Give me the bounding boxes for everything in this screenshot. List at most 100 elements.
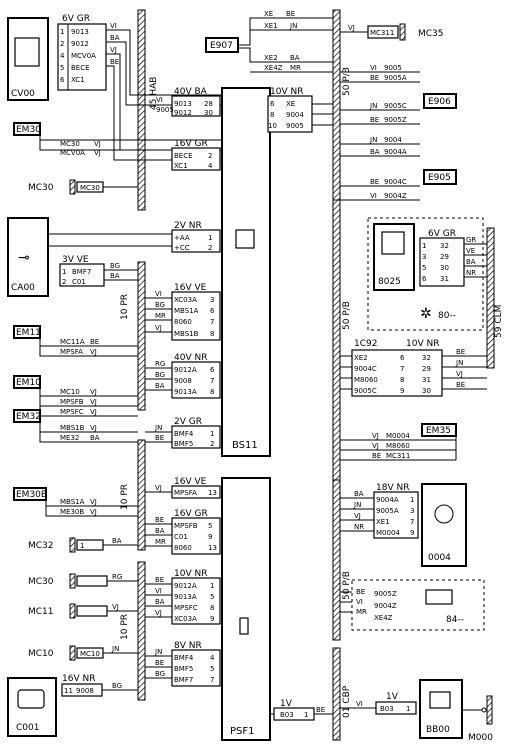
svg-text:+AA: +AA bbox=[174, 234, 190, 242]
svg-text:VI: VI bbox=[356, 598, 363, 606]
bus-label-45-hab: 45 HAB bbox=[149, 77, 159, 110]
bus-label-10-pr-1: 10 PR bbox=[120, 294, 130, 320]
bus-10-pr-1 bbox=[137, 261, 146, 411]
svg-text:BE: BE bbox=[316, 706, 325, 714]
svg-text:8: 8 bbox=[400, 376, 404, 384]
svg-text:VE: VE bbox=[466, 247, 475, 255]
svg-text:MPSFB: MPSFB bbox=[174, 522, 198, 530]
svg-text:1: 1 bbox=[410, 496, 414, 504]
svg-text:VJ: VJ bbox=[155, 484, 162, 492]
svg-text:MCV0A: MCV0A bbox=[71, 52, 96, 60]
connector-40v-ba bbox=[171, 95, 221, 117]
connector-16v-ve-header: 16V VE bbox=[174, 283, 207, 293]
svg-text:30: 30 bbox=[422, 387, 431, 395]
svg-text:3: 3 bbox=[422, 253, 426, 261]
connector-6v-gr bbox=[419, 237, 465, 287]
8025-dashed-group bbox=[367, 217, 484, 331]
connector-16v-gr-2 bbox=[171, 517, 221, 555]
connector-10v-nr-2 bbox=[171, 577, 221, 625]
svg-text:XE1: XE1 bbox=[376, 518, 390, 526]
svg-text:BE: BE bbox=[155, 434, 164, 442]
bus-label-50-pb-3: 50 P/B bbox=[342, 571, 352, 600]
svg-text:29: 29 bbox=[440, 253, 449, 261]
svg-text:6: 6 bbox=[210, 307, 215, 315]
svg-text:BG: BG bbox=[155, 371, 165, 379]
em11-label: EM11 bbox=[16, 328, 41, 338]
svg-text:2: 2 bbox=[208, 244, 212, 252]
svg-text:BA: BA bbox=[466, 258, 476, 266]
svg-text:VJ: VJ bbox=[90, 498, 97, 506]
svg-text:JN: JN bbox=[455, 359, 463, 367]
svg-text:9013A: 9013A bbox=[174, 593, 197, 601]
bus-45-hab bbox=[137, 9, 146, 211]
84-dashed-group bbox=[351, 579, 485, 631]
bus-50-pb-1 bbox=[332, 9, 341, 201]
em32-label: EM32 bbox=[16, 412, 41, 422]
wire-cv00-9013 bbox=[106, 29, 222, 96]
bb00-label: BB00 bbox=[426, 725, 450, 735]
svg-text:M8060: M8060 bbox=[354, 376, 378, 384]
bus-10-pr-2 bbox=[137, 439, 146, 551]
svg-text:5: 5 bbox=[210, 665, 214, 673]
svg-text:6: 6 bbox=[422, 275, 427, 283]
ca00-connector-table bbox=[59, 263, 105, 287]
svg-text:JN: JN bbox=[289, 22, 297, 30]
svg-text:9005: 9005 bbox=[156, 106, 174, 114]
psf1-label: PSF1 bbox=[230, 726, 255, 737]
cv00-connector-table bbox=[57, 23, 107, 91]
svg-text:VJ: VJ bbox=[112, 603, 119, 611]
svg-text:MC30: MC30 bbox=[80, 184, 100, 192]
svg-text:9004C: 9004C bbox=[354, 365, 377, 373]
svg-text:MC11A: MC11A bbox=[60, 338, 85, 346]
wire-label: BA bbox=[110, 34, 120, 42]
svg-text:9005: 9005 bbox=[384, 64, 402, 72]
svg-text:VI: VI bbox=[155, 290, 162, 298]
svg-text:MR: MR bbox=[155, 538, 166, 546]
svg-text:VI: VI bbox=[370, 192, 377, 200]
svg-text:BECE: BECE bbox=[71, 64, 90, 72]
svg-text:JN: JN bbox=[154, 648, 162, 656]
svg-text:11: 11 bbox=[64, 687, 73, 695]
svg-text:BE: BE bbox=[155, 659, 164, 667]
svg-text:MPSFA: MPSFA bbox=[60, 348, 83, 356]
svg-text:7: 7 bbox=[210, 318, 214, 326]
svg-text:9013: 9013 bbox=[174, 100, 192, 108]
svg-text:XE4Z: XE4Z bbox=[264, 64, 283, 72]
svg-text:9005A: 9005A bbox=[376, 507, 399, 515]
svg-text:VJ: VJ bbox=[354, 512, 361, 520]
svg-text:6: 6 bbox=[270, 100, 275, 108]
84-label: 84-- bbox=[446, 615, 464, 625]
connector-1v-bb00-header: 1V bbox=[386, 692, 399, 702]
svg-text:RG: RG bbox=[155, 360, 165, 368]
svg-text:M8060: M8060 bbox=[386, 442, 410, 450]
svg-text:MBS1A: MBS1A bbox=[60, 498, 85, 506]
svg-text:MC10: MC10 bbox=[80, 650, 100, 658]
svg-text:MPSFB: MPSFB bbox=[60, 398, 84, 406]
connector-2v-nr bbox=[171, 229, 221, 253]
svg-text:MR: MR bbox=[356, 608, 367, 616]
connector-2v-gr bbox=[171, 425, 221, 449]
svg-text:ME32: ME32 bbox=[60, 434, 79, 442]
svg-text:3: 3 bbox=[410, 507, 414, 515]
svg-text:BMF4: BMF4 bbox=[174, 654, 194, 662]
svg-text:JN: JN bbox=[369, 102, 377, 110]
svg-text:9: 9 bbox=[208, 533, 212, 541]
bus-label-59-clm: 59 CLM bbox=[494, 305, 504, 338]
battery-icon bbox=[429, 691, 451, 709]
svg-text:9005: 9005 bbox=[286, 122, 304, 130]
svg-text:XC03A: XC03A bbox=[174, 615, 197, 623]
svg-text:BG: BG bbox=[155, 301, 165, 309]
svg-text:9005Z: 9005Z bbox=[374, 590, 397, 598]
svg-text:BMF5: BMF5 bbox=[174, 440, 193, 448]
connector-10v-nr-header: 10V NR bbox=[270, 87, 303, 97]
svg-text:6: 6 bbox=[400, 354, 405, 362]
svg-text:XE2: XE2 bbox=[264, 54, 278, 62]
svg-text:XC03A: XC03A bbox=[174, 296, 197, 304]
bb00-module bbox=[419, 679, 463, 739]
psf1-fuse-icon bbox=[239, 617, 249, 635]
connector-10v-nr bbox=[267, 95, 313, 133]
svg-text:9005A: 9005A bbox=[384, 74, 407, 82]
connector-16v-gr-header: 16V GR bbox=[174, 139, 208, 149]
svg-text:VI: VI bbox=[370, 64, 377, 72]
